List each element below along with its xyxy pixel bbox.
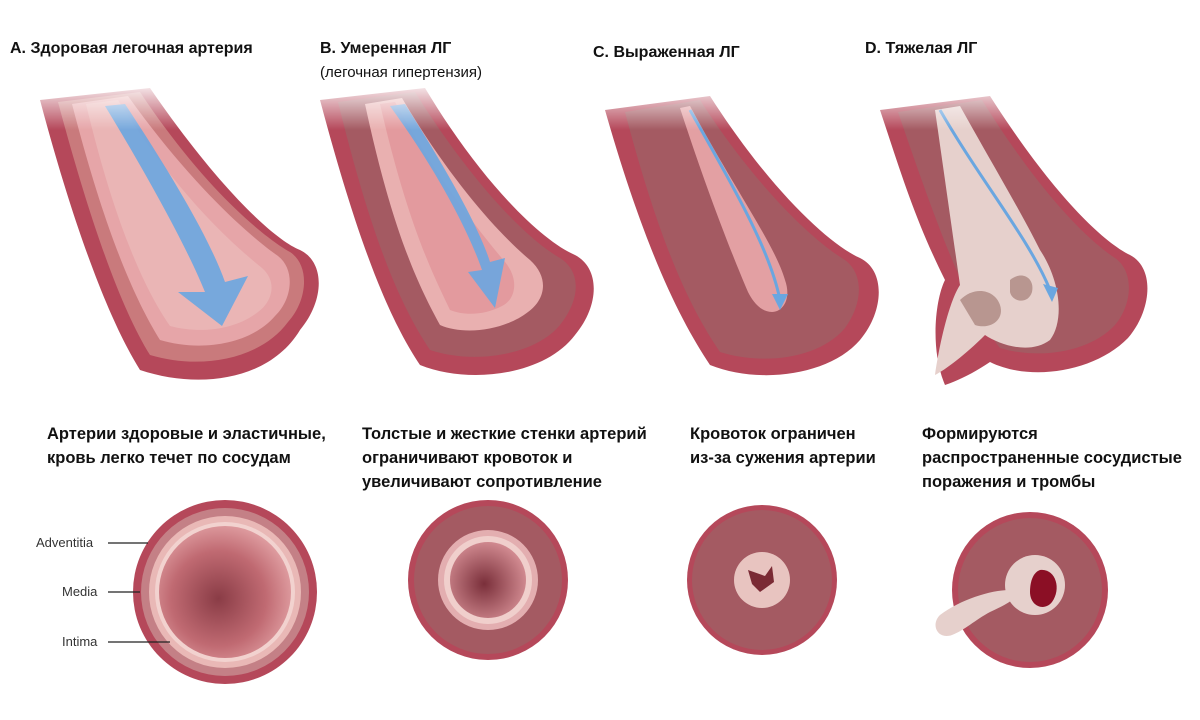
- intima-label: Intima: [62, 634, 98, 649]
- vessel-c: [595, 80, 895, 376]
- cross-section-b: [408, 500, 568, 660]
- cross-section-d: [935, 512, 1108, 668]
- caption-d: Формируются распространенные сосудистые …: [922, 422, 1182, 494]
- caption-a-line: Артерии здоровые и эластичные,: [47, 425, 326, 443]
- vessel-d: [870, 80, 1170, 385]
- stage-b-title: B. Умеренная ЛГ: [320, 40, 452, 57]
- vessel-a: [30, 80, 330, 380]
- caption-a-line: кровь легко течет по сосудам: [47, 449, 291, 467]
- cross-section-a: [133, 500, 317, 684]
- caption-c-line: Кровоток ограничен: [690, 425, 856, 443]
- stage-d-title: D. Тяжелая ЛГ: [865, 40, 978, 57]
- stage-b-subtitle: (легочная гипертензия): [320, 64, 483, 81]
- stage-a-title: A. Здоровая легочная артерия: [10, 40, 253, 57]
- media-label: Media: [62, 584, 98, 599]
- caption-c-line: из-за сужения артерии: [690, 449, 876, 467]
- adventitia-label: Adventitia: [36, 535, 94, 550]
- caption-d-line: Формируются: [922, 425, 1038, 443]
- caption-b: Толстые и жесткие стенки артерий огранич…: [362, 422, 647, 494]
- vessel-b: [310, 80, 610, 375]
- caption-b-line: увеличивают сопротивление: [362, 473, 602, 491]
- caption-d-line: распространенные сосудистые: [922, 449, 1182, 467]
- stage-c-title: C. Выраженная ЛГ: [593, 44, 740, 61]
- cross-section-c: [687, 505, 837, 655]
- caption-c: Кровоток ограничен из-за сужения артерии: [690, 422, 876, 470]
- caption-d-line: поражения и тромбы: [922, 473, 1096, 491]
- caption-a: Артерии здоровые и эластичные, кровь лег…: [47, 422, 326, 470]
- caption-b-line: ограничивают кровоток и: [362, 449, 573, 467]
- caption-b-line: Толстые и жесткие стенки артерий: [362, 425, 647, 443]
